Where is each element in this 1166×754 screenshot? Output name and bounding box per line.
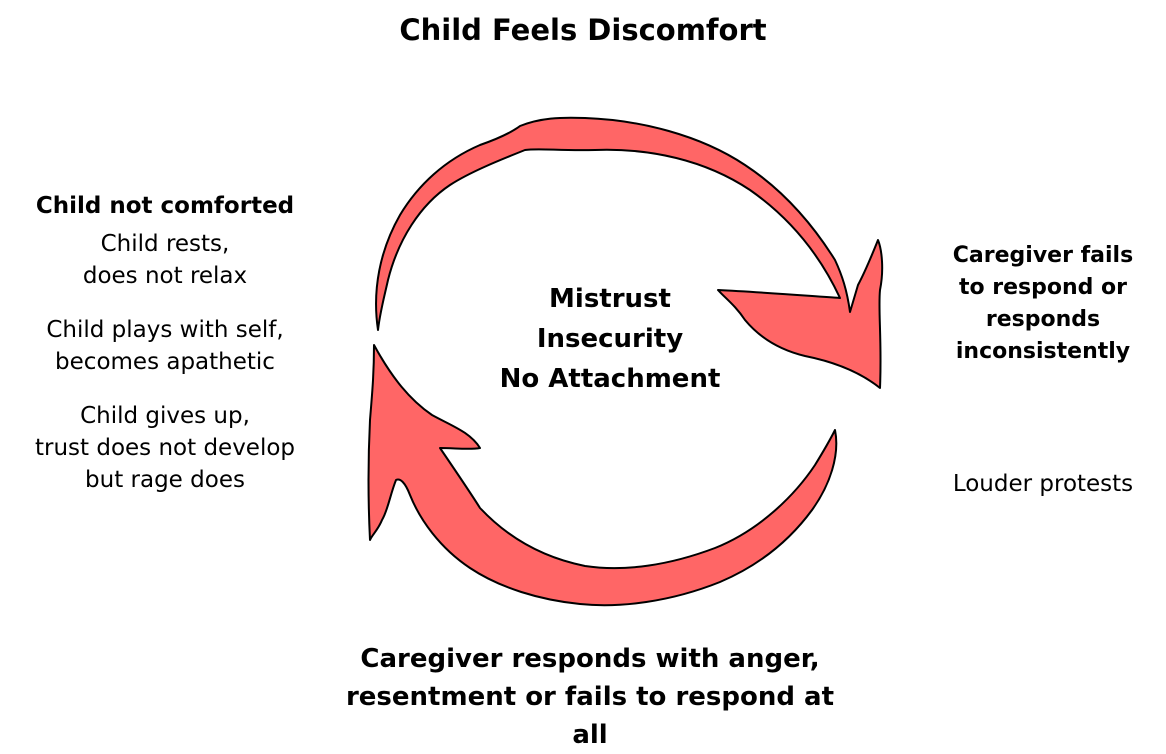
bottom-stage: Caregiver responds with anger, resentmen… [330, 640, 850, 754]
left-stage: Child not comforted Child rests, does no… [0, 190, 330, 496]
left-group-line: Child plays with self, [46, 317, 284, 343]
center-line-attachment: No Attachment [499, 364, 721, 394]
center-outcome: Mistrust Insecurity No Attachment [470, 279, 750, 399]
center-line-mistrust: Mistrust [549, 284, 671, 314]
left-group-line: trust does not develop [34, 435, 296, 461]
right-heading-line: responds [985, 307, 1101, 332]
right-heading-line: to respond or [958, 275, 1128, 300]
left-group-line: Child rests, [100, 231, 230, 257]
left-stage-heading: Child not comforted [35, 193, 295, 219]
left-group-rests: Child rests, does not relax [0, 228, 330, 292]
cycle-arrows [367, 116, 884, 607]
bottom-line: Caregiver responds with anger, [360, 644, 820, 674]
spacer [0, 378, 330, 400]
curved-arrow-top-icon [375, 116, 884, 389]
left-group-line: does not relax [82, 263, 248, 289]
left-group-gives-up: Child gives up, trust does not develop b… [0, 400, 330, 496]
spacer [0, 292, 330, 314]
right-stage-heading: Caregiver fails to respond or responds i… [920, 240, 1166, 368]
left-group-line: becomes apathetic [55, 349, 275, 375]
curved-arrow-bottom-icon [367, 344, 838, 607]
left-group-plays: Child plays with self, becomes apathetic [0, 314, 330, 378]
right-stage-note: Louder protests [952, 471, 1134, 497]
right-heading-line: Caregiver fails [952, 243, 1134, 268]
center-line-insecurity: Insecurity [536, 324, 684, 354]
diagram-title: Child Feels Discomfort [399, 13, 767, 47]
right-heading-line: inconsistently [955, 339, 1131, 364]
bottom-line: resentment or fails to respond at all [345, 682, 835, 750]
left-group-line: Child gives up, [80, 403, 250, 429]
left-group-line: but rage does [85, 467, 245, 493]
